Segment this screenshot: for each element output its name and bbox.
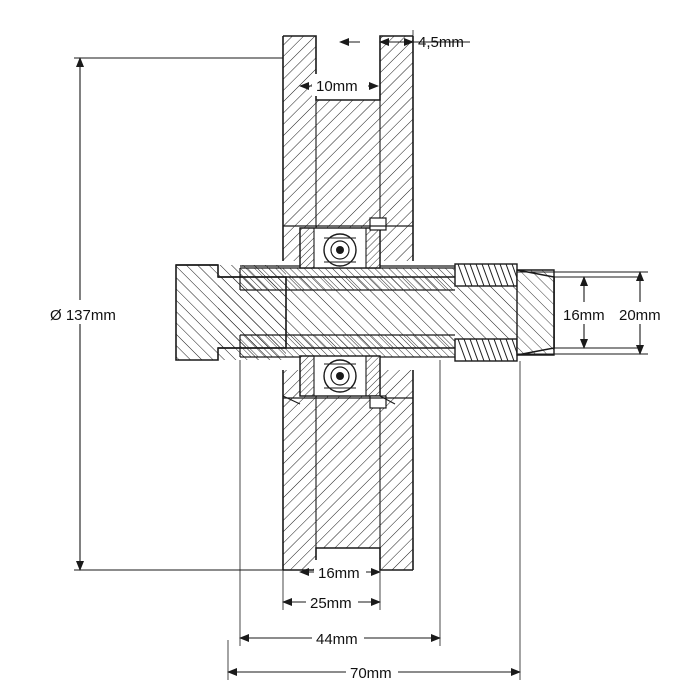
bearing-lower bbox=[282, 225, 413, 409]
shaft-assembly bbox=[175, 263, 555, 362]
dim-label-10mm: 10mm bbox=[316, 78, 358, 95]
dim-label-25mm: 25mm bbox=[310, 595, 352, 612]
bearing-upper bbox=[240, 217, 455, 269]
dimension-20mm-right: 20mm bbox=[517, 271, 666, 355]
dim-label-diameter-137: Ø 137mm bbox=[50, 307, 116, 324]
dimension-16mm-bottom: 16mm bbox=[299, 560, 381, 582]
dimension-10mm: 10mm bbox=[299, 74, 379, 96]
dim-label-4-5mm: 4,5mm bbox=[418, 34, 464, 51]
dimension-25mm: 25mm bbox=[282, 548, 381, 612]
dimension-16mm-right: 16mm bbox=[554, 276, 640, 349]
dimension-diameter-137: Ø 137mm bbox=[42, 57, 283, 571]
dim-label-16mm-bottom: 16mm bbox=[318, 565, 360, 582]
dim-label-20mm-right: 20mm bbox=[619, 307, 661, 324]
dimension-70mm: 70mm bbox=[227, 361, 521, 682]
dim-label-16mm-right: 16mm bbox=[563, 307, 605, 324]
dim-label-70mm: 70mm bbox=[350, 665, 392, 682]
dim-label-44mm: 44mm bbox=[316, 631, 358, 648]
dimension-44mm: 44mm bbox=[239, 360, 441, 648]
threaded-nut-lower bbox=[454, 338, 518, 362]
threaded-nut-upper bbox=[454, 263, 518, 287]
dimension-4-5mm: 4,5mm bbox=[339, 30, 470, 100]
